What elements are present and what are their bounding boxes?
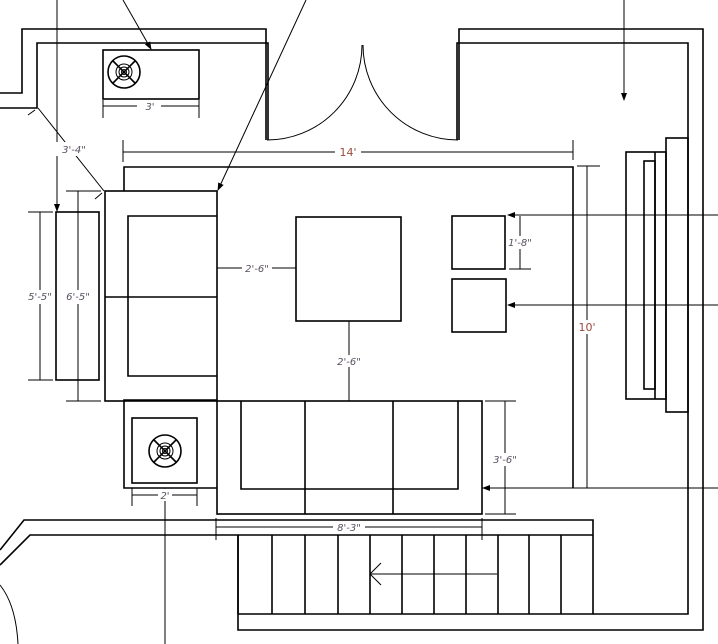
side-table-1	[451, 215, 506, 270]
side-table-2	[451, 278, 507, 333]
dim-table-to-sofa: 2'-6"	[337, 357, 361, 368]
dim-side-table-depth: 1'-8"	[508, 238, 532, 249]
dim-sofa-length: 8'-3"	[337, 523, 361, 534]
dim-room-width: 14'	[339, 146, 356, 159]
dim-stove-top-width: 3'	[145, 102, 154, 113]
coffee-table	[295, 216, 402, 322]
dimension-lines	[27, 100, 600, 540]
dimension-labels: 3' 14' 3'-4" 5'-5" 6'-5" 2'-6" 2'-6" 1'-…	[26, 100, 596, 534]
dim-bench-length: 5'-5"	[28, 292, 52, 303]
dim-stove-bottom-width: 2'	[160, 491, 169, 502]
stove-bottom	[123, 399, 217, 489]
stair-direction-arrow-icon	[369, 562, 497, 586]
double-door	[266, 44, 459, 141]
burner-icon	[148, 434, 182, 468]
sofa	[216, 400, 483, 515]
stove-top	[102, 49, 200, 100]
dim-chair-to-table: 2'-6"	[245, 264, 269, 275]
burner-icon	[107, 55, 141, 89]
fireplace	[625, 137, 689, 413]
rug-outline	[123, 166, 574, 488]
left-chaise	[104, 190, 218, 402]
dim-diagonal-clearance: 3'-4"	[62, 145, 86, 156]
dim-sofa-depth: 3'-6"	[493, 455, 517, 466]
dim-chair-length: 6'-5"	[66, 292, 90, 303]
dim-room-depth: 10'	[578, 321, 595, 334]
staircase	[0, 519, 594, 644]
leader-lines	[54, 0, 718, 644]
